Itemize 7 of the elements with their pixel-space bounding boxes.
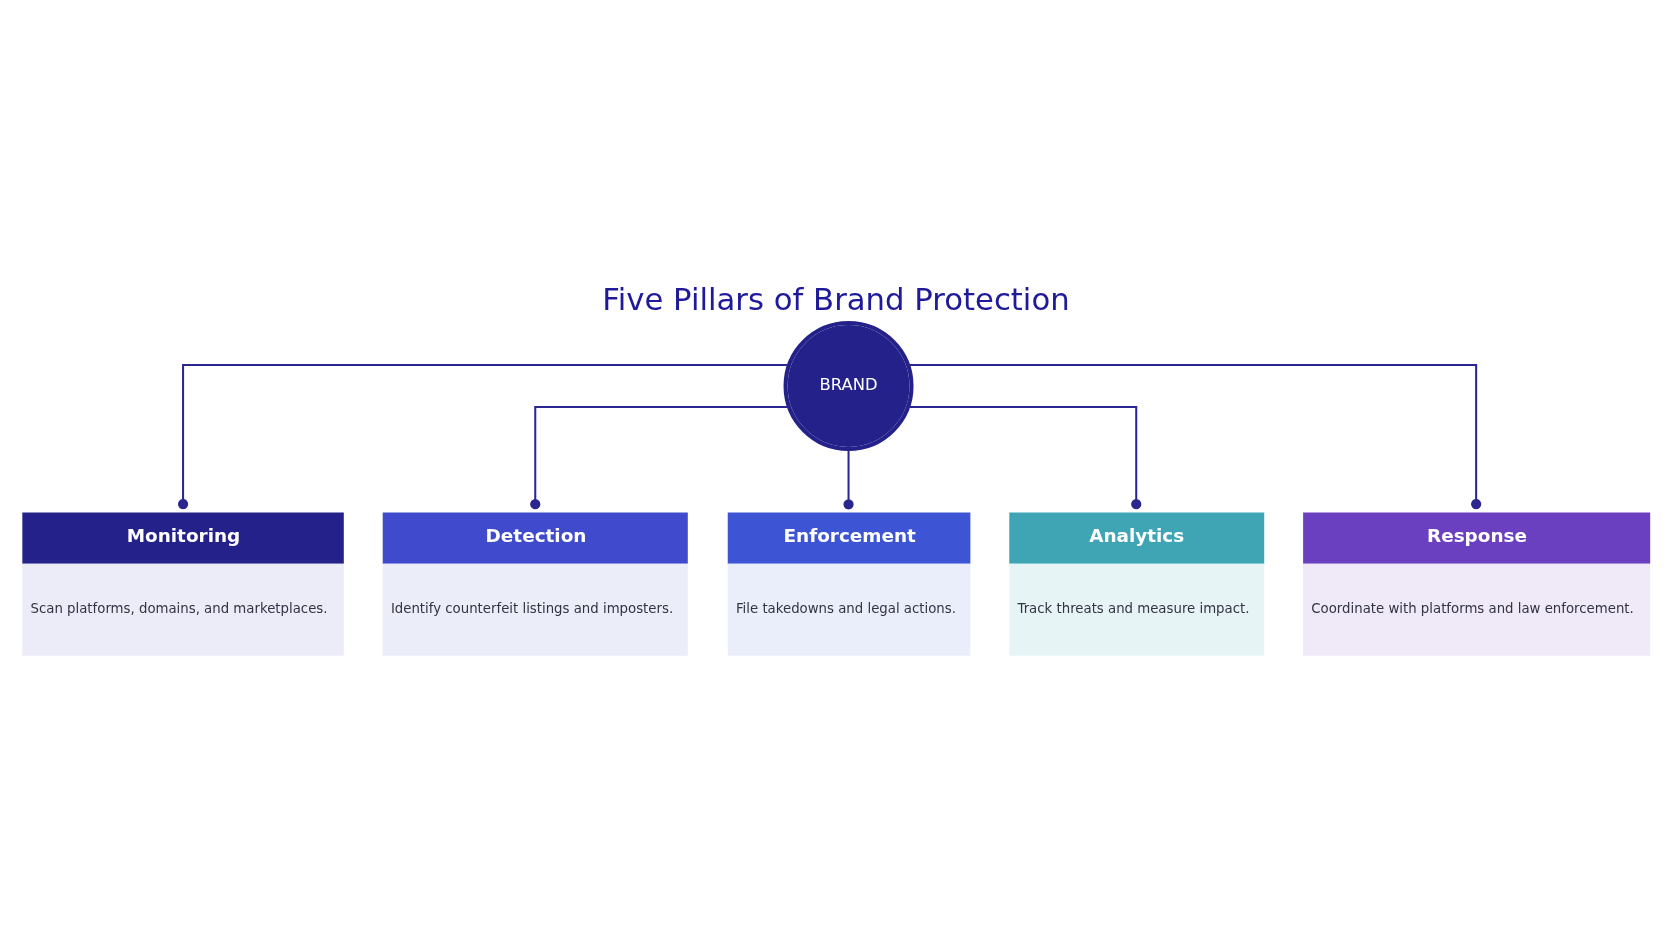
node-circle: BRAND <box>783 321 914 452</box>
connector <box>530 406 789 510</box>
connector <box>177 364 789 510</box>
connector <box>908 406 1142 510</box>
connector <box>908 364 1482 510</box>
diagram-title: Five Pillars of Brand Protection <box>602 280 1070 317</box>
connector <box>843 449 854 510</box>
